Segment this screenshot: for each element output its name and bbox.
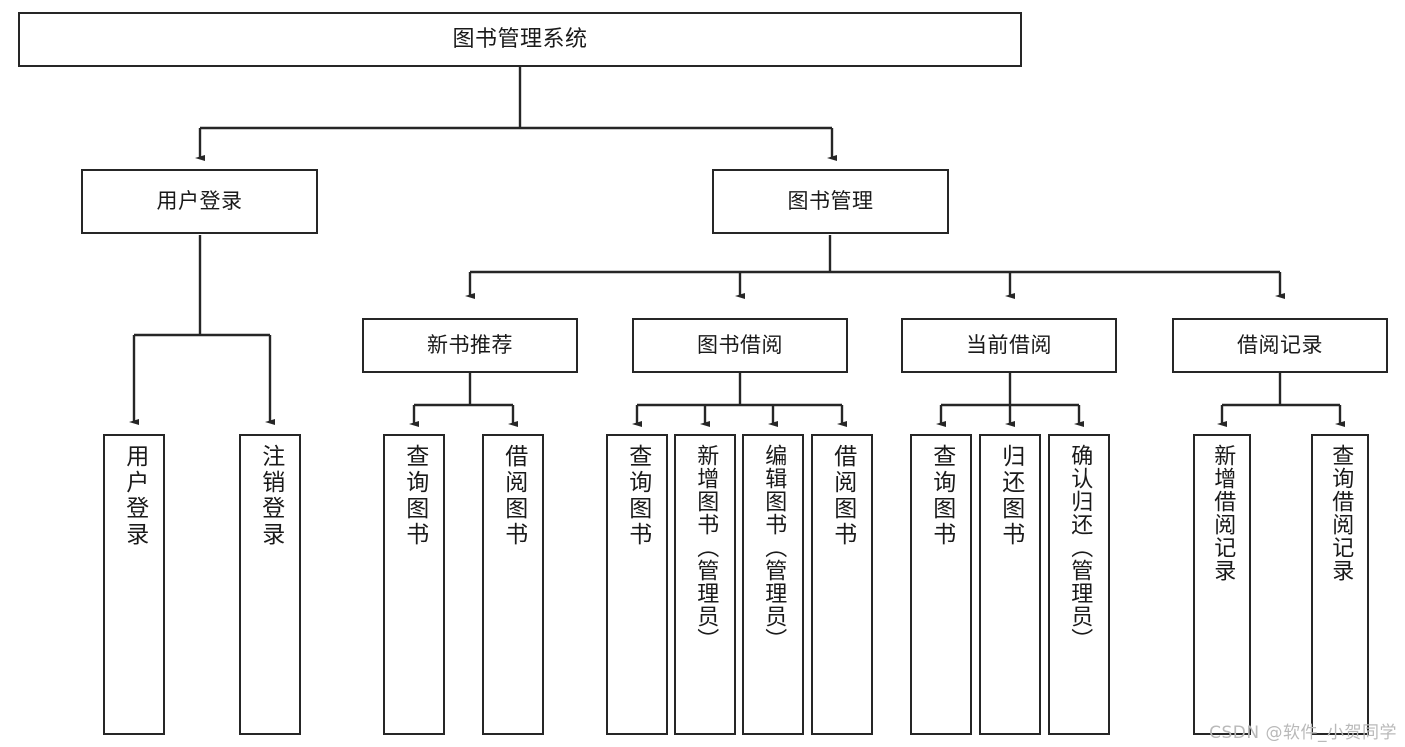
node-label: 新增图书（管理员） xyxy=(693,444,719,651)
node-new-book-recommend[interactable]: 新书推荐 xyxy=(362,318,578,373)
leaf-borrow-query-book[interactable]: 查询图书 xyxy=(606,434,668,735)
leaf-current-confirm-return-admin[interactable]: 确认归还（管理员） xyxy=(1048,434,1110,735)
node-label: 确认归还（管理员） xyxy=(1067,444,1093,651)
watermark-text: CSDN @软件_小贺同学 xyxy=(1209,723,1397,743)
node-label: 查询图书 xyxy=(624,444,651,548)
node-label: 用户登录 xyxy=(156,189,243,214)
node-current-borrow[interactable]: 当前借阅 xyxy=(901,318,1117,373)
node-label: 当前借阅 xyxy=(966,333,1052,358)
node-label: 用户登录 xyxy=(121,444,148,548)
node-label: 图书管理系统 xyxy=(452,26,588,52)
node-root-system[interactable]: 图书管理系统 xyxy=(18,12,1022,67)
node-label: 借阅图书 xyxy=(829,444,856,548)
leaf-user-login-login[interactable]: 用户登录 xyxy=(103,434,165,735)
leaf-record-add-record[interactable]: 新增借阅记录 xyxy=(1193,434,1251,735)
node-book-borrow[interactable]: 图书借阅 xyxy=(632,318,848,373)
leaf-borrow-borrow-book[interactable]: 借阅图书 xyxy=(811,434,873,735)
leaf-new-book-query[interactable]: 查询图书 xyxy=(383,434,445,735)
node-label: 新增借阅记录 xyxy=(1210,444,1236,582)
node-label: 借阅图书 xyxy=(500,444,527,548)
leaf-current-query-book[interactable]: 查询图书 xyxy=(910,434,972,735)
node-label: 查询借阅记录 xyxy=(1328,444,1354,582)
node-label: 图书借阅 xyxy=(697,333,783,358)
leaf-record-query-record[interactable]: 查询借阅记录 xyxy=(1311,434,1369,735)
leaf-new-book-borrow[interactable]: 借阅图书 xyxy=(482,434,544,735)
leaf-borrow-add-book-admin[interactable]: 新增图书（管理员） xyxy=(674,434,736,735)
node-label: 查询图书 xyxy=(401,444,428,548)
leaf-user-login-logout[interactable]: 注销登录 xyxy=(239,434,301,735)
node-label: 图书管理 xyxy=(787,189,874,214)
node-label: 查询图书 xyxy=(928,444,955,548)
node-book-management[interactable]: 图书管理 xyxy=(712,169,949,234)
node-label: 新书推荐 xyxy=(427,333,513,358)
node-borrow-record[interactable]: 借阅记录 xyxy=(1172,318,1388,373)
node-label: 注销登录 xyxy=(257,444,284,548)
node-label: 借阅记录 xyxy=(1237,333,1323,358)
node-label: 编辑图书（管理员） xyxy=(761,444,787,651)
node-label: 归还图书 xyxy=(997,444,1024,548)
leaf-borrow-edit-book-admin[interactable]: 编辑图书（管理员） xyxy=(742,434,804,735)
node-user-login[interactable]: 用户登录 xyxy=(81,169,318,234)
leaf-current-return-book[interactable]: 归还图书 xyxy=(979,434,1041,735)
